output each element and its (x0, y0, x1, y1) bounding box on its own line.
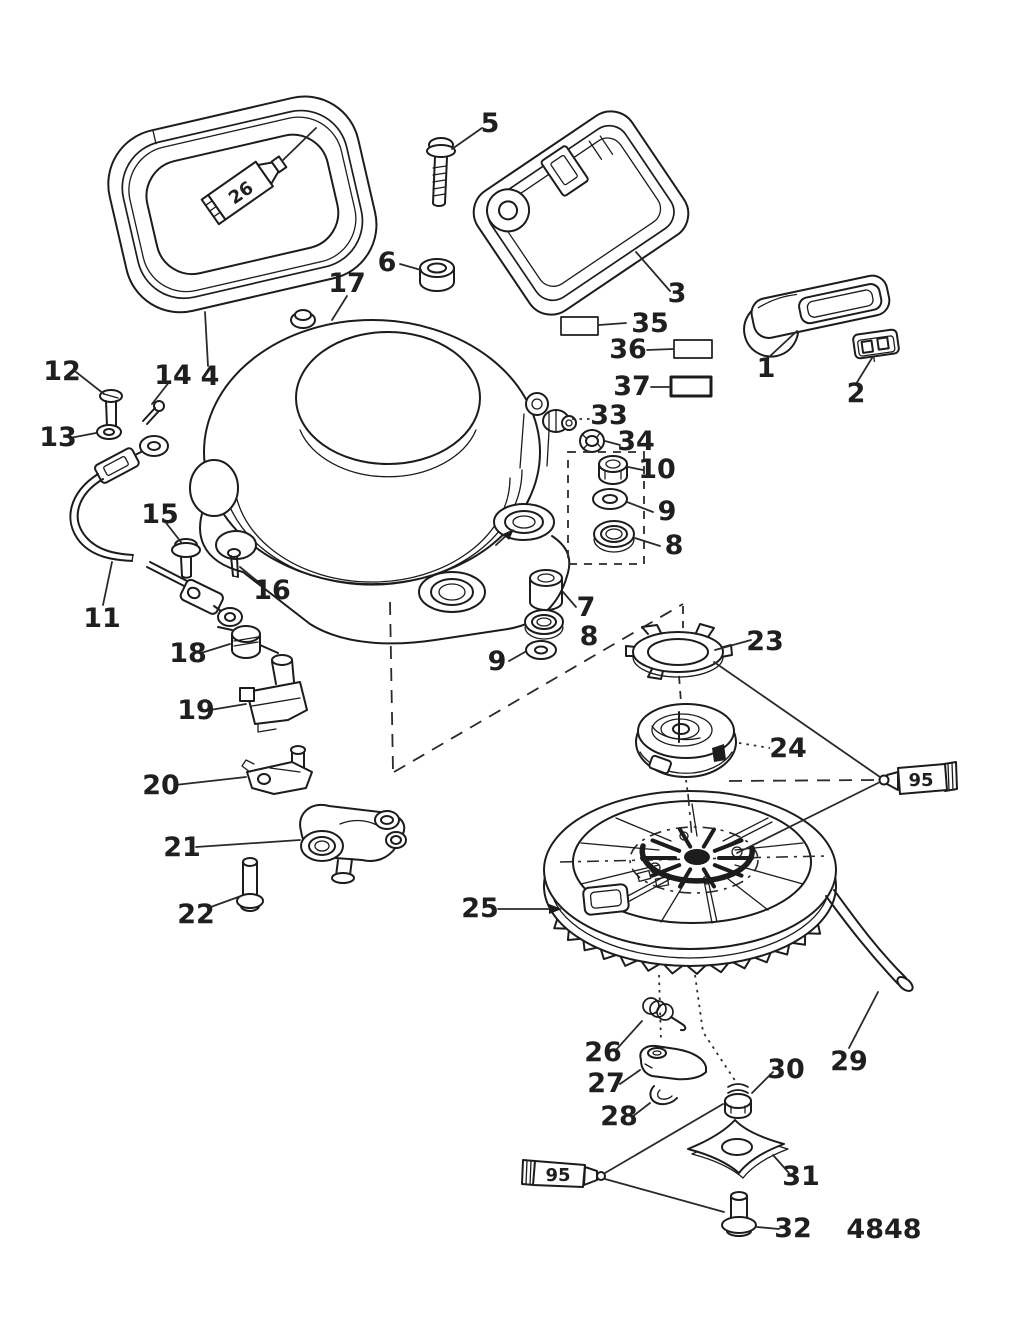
part-2-rope-anchor (852, 328, 900, 363)
callout-27: 27 (587, 1068, 625, 1099)
part-19-latch (239, 654, 308, 733)
callout-18: 18 (169, 638, 207, 669)
callout-22: 22 (177, 899, 215, 930)
part-25-flywheel (543, 790, 837, 975)
part-23-friction-plate (625, 623, 733, 680)
callout-6: 6 (378, 247, 397, 278)
lube-tube-right-label: 95 (908, 770, 933, 791)
part-24-spring-cassette (635, 703, 737, 778)
part-20-cam (241, 745, 313, 795)
lube-tube-bottom: 95 (521, 1159, 606, 1188)
callout-12: 12 (43, 356, 81, 387)
callout-16: 16 (253, 575, 291, 606)
callout-8: 8 (665, 530, 684, 561)
part-17-starter-housing (189, 309, 571, 645)
part-27-pawl (639, 1044, 707, 1081)
part-14-cotter-pin (142, 400, 165, 425)
part-13-washer (96, 424, 122, 440)
part-6-grommet (419, 258, 455, 292)
callout-36: 36 (609, 334, 647, 365)
part-15-bolt (171, 538, 201, 579)
part-12-screw (99, 389, 123, 429)
lube-tube-right: 95 (878, 761, 958, 795)
callout-17: 17 (328, 268, 366, 299)
part-11-cable (69, 435, 243, 627)
callout-3: 3 (668, 278, 687, 309)
callout-31: 31 (782, 1161, 820, 1192)
callout-25: 25 (461, 893, 499, 924)
callout-35: 35 (631, 308, 669, 339)
callout-34: 34 (617, 426, 655, 457)
part-9-washer (592, 488, 628, 510)
drawing-number: 4848 (846, 1214, 921, 1245)
leader-lines (69, 127, 881, 1230)
part-9-washer-lower (525, 640, 557, 660)
callout-33: 33 (590, 400, 628, 431)
assembly-axis-lines (389, 601, 876, 1083)
callout-14: 14 (154, 360, 192, 391)
callout-30: 30 (767, 1054, 805, 1085)
mounting-zone-outline (567, 451, 645, 565)
callout-1: 1 (757, 353, 776, 384)
callout-10: 10 (638, 454, 676, 485)
callout-21: 21 (163, 832, 201, 863)
callout-11: 11 (83, 603, 121, 634)
callout-20: 20 (142, 770, 180, 801)
callout-9: 9 (658, 496, 677, 527)
part-31-star-washer (687, 1119, 789, 1179)
lube-tube-bottom-label: 95 (545, 1165, 570, 1186)
callout-4: 4 (201, 361, 220, 392)
callout-7: 7 (577, 592, 596, 623)
callout-26: 26 (584, 1037, 622, 1068)
callout-24: 24 (769, 733, 807, 764)
callout-23: 23 (746, 626, 784, 657)
part-26-spring (642, 997, 687, 1032)
part-29-rope (825, 889, 914, 992)
callout-15: 15 (141, 499, 179, 530)
callout-37: 37 (613, 371, 651, 402)
decal-35 (560, 316, 599, 336)
part-21-bracket (299, 803, 407, 884)
callout-labels: 1 2 3 4 5 6 7 8 8 9 9 10 11 12 13 14 15 … (39, 108, 921, 1245)
part-10-locknut (598, 455, 628, 485)
callout-5: 5 (481, 108, 500, 139)
part-28-e-clip (649, 1085, 678, 1106)
callout-8b: 8 (580, 621, 599, 652)
part-32-bolt (721, 1191, 757, 1237)
callout-13: 13 (39, 422, 77, 453)
callout-28: 28 (600, 1101, 638, 1132)
callout-19: 19 (177, 695, 215, 726)
part-34-washer (579, 429, 605, 453)
part-33-plug (542, 409, 577, 433)
part-8-seal-lower (524, 609, 564, 640)
part-18-spring (217, 625, 279, 659)
assembly-arrow (503, 529, 514, 540)
part-3-cover (472, 110, 690, 316)
callout-2: 2 (847, 378, 866, 409)
part-30-nut-spring (724, 1083, 752, 1119)
callout-29: 29 (830, 1046, 868, 1077)
part-22-pin (236, 857, 264, 912)
callout-9b: 9 (488, 646, 507, 677)
part-8-seal (593, 520, 635, 553)
decal-37 (669, 375, 713, 398)
decal-36 (673, 339, 713, 359)
callout-32: 32 (774, 1213, 812, 1244)
part-16-pin (227, 548, 241, 578)
part-5-screw (426, 137, 456, 207)
